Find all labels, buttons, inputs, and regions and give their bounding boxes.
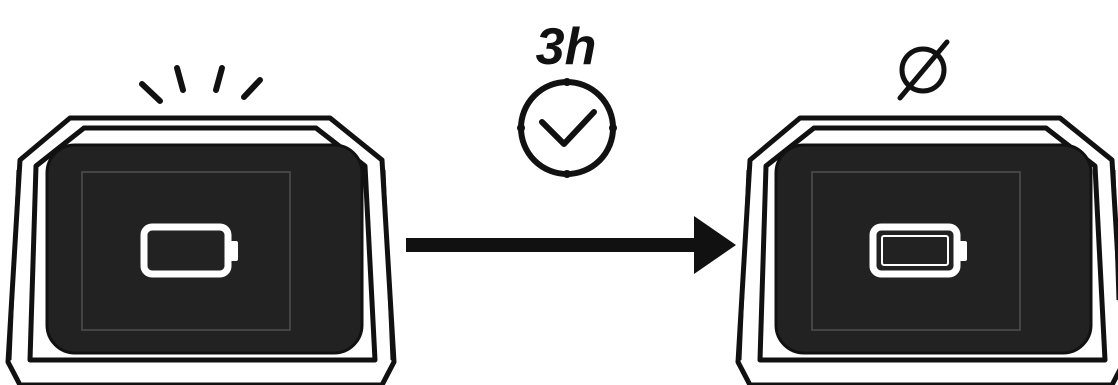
light-rays-icon: [142, 68, 260, 101]
clock-check-icon: [517, 78, 617, 178]
device-after: [738, 42, 1118, 385]
device-screen: [776, 145, 1091, 353]
device-before: [8, 68, 394, 385]
transition: 3h: [406, 18, 736, 274]
right-arrow-icon: [406, 216, 736, 274]
off-symbol-icon: [900, 42, 947, 98]
duration-label: 3h: [536, 18, 597, 76]
device-screen: [47, 145, 362, 353]
